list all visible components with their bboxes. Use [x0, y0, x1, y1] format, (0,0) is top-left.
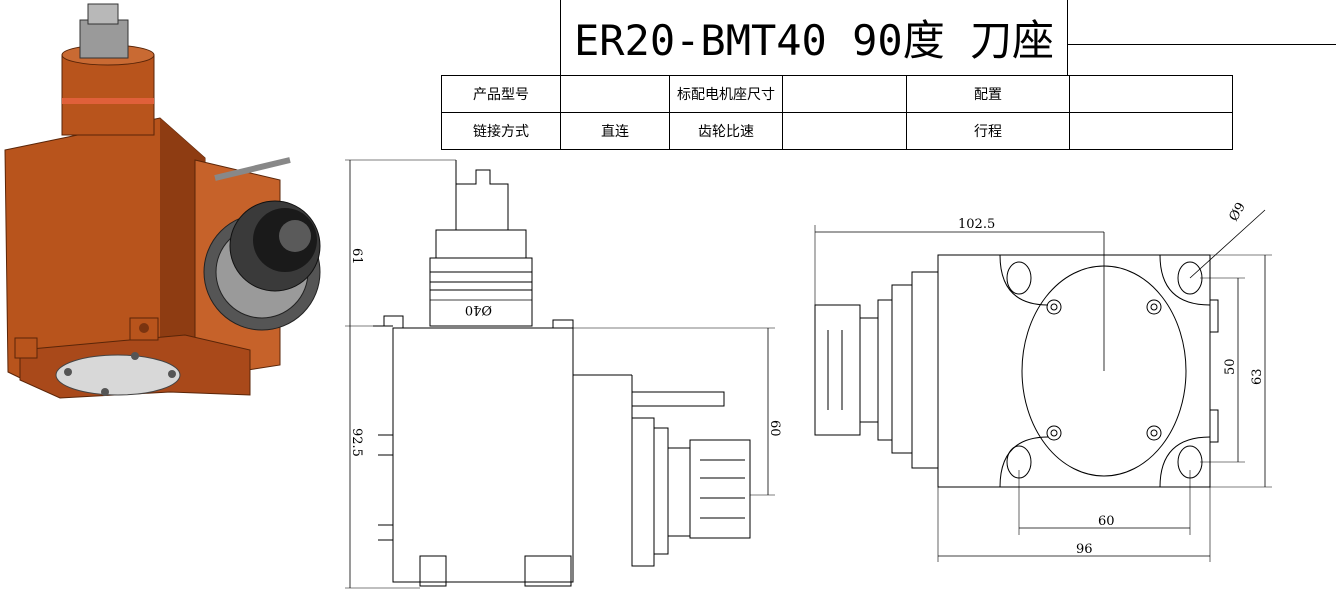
front-view-drawing [814, 209, 1272, 562]
table-row: 链接方式 直连 齿轮比速 行程 [441, 112, 1233, 150]
tool-holder-3d-render [4, 3, 321, 399]
table-cell [1069, 112, 1233, 150]
spec-table: 产品型号 标配电机座尺寸 配置 链接方式 直连 齿轮比速 行程 [441, 75, 1233, 150]
table-cell: 链接方式 [441, 112, 561, 150]
dim-side-height-body: 92.5 [349, 428, 364, 457]
dim-front-outer-height: 63 [1250, 368, 1265, 385]
table-row: 产品型号 标配电机座尺寸 配置 [441, 75, 1233, 113]
table-cell: 行程 [906, 112, 1070, 150]
table-cell [1069, 75, 1233, 113]
table-cell: 直连 [560, 112, 670, 150]
table-cell [560, 75, 670, 113]
dim-side-height-top: 61 [349, 248, 364, 265]
dim-front-total-width: 96 [1076, 542, 1093, 557]
table-cell: 产品型号 [441, 75, 561, 113]
dim-side-height-right: 60 [767, 420, 782, 437]
dim-front-width-top: 102.5 [958, 217, 995, 232]
side-view-drawing [345, 159, 775, 589]
table-cell: 齿轮比速 [669, 112, 783, 150]
dim-side-diameter: Ø40 [465, 302, 492, 317]
dim-front-hole-dia: Ø9 [1226, 200, 1248, 224]
header-divider [1068, 44, 1336, 45]
table-cell [782, 112, 907, 150]
dim-front-hole-spacing: 60 [1098, 514, 1115, 529]
table-cell: 配置 [906, 75, 1070, 113]
table-cell: 标配电机座尺寸 [669, 75, 783, 113]
page-title: ER20-BMT40 90度 刀座 [560, 0, 1068, 75]
dim-front-inner-height: 50 [1223, 358, 1238, 375]
